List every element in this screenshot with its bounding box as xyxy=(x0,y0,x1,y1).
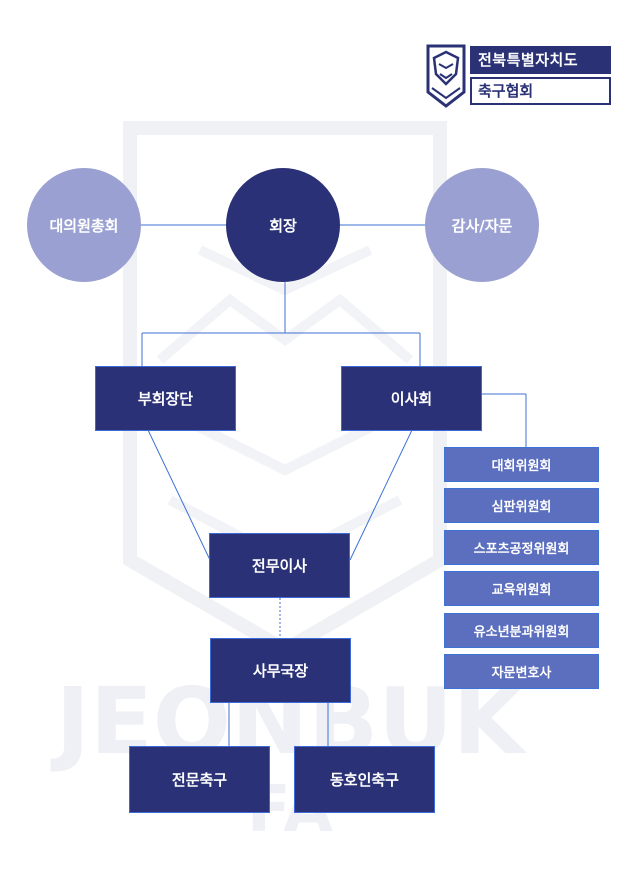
node-assembly: 대의원총회 xyxy=(27,168,141,282)
committee-item: 유소년분과위원회 xyxy=(444,613,599,648)
lion-emblem-icon xyxy=(426,44,466,108)
node-president: 회장 xyxy=(226,168,340,282)
line-vice-to-exec xyxy=(147,429,211,561)
line-board-to-exec xyxy=(349,429,413,561)
committee-item: 스포츠공정위원회 xyxy=(444,530,599,565)
committee-item: 심판위원회 xyxy=(444,488,599,523)
node-secretary-general: 사무국장 xyxy=(210,638,351,703)
committee-item: 자문변호사 xyxy=(444,654,599,689)
node-board: 이사회 xyxy=(341,366,482,431)
node-amateur-football: 동호인축구 xyxy=(294,746,435,813)
node-executive-director: 전무이사 xyxy=(209,533,350,598)
logo-line-1: 전북특별자치도 xyxy=(470,46,611,74)
committee-item: 교육위원회 xyxy=(444,571,599,606)
node-pro-football: 전문축구 xyxy=(129,746,270,813)
federation-logo: 전북특별자치도 축구협회 xyxy=(426,44,611,108)
node-audit: 감사/자문 xyxy=(425,168,539,282)
committee-item: 대회위원회 xyxy=(444,447,599,482)
node-vice-presidents: 부회장단 xyxy=(95,366,236,431)
logo-line-2: 축구협회 xyxy=(470,77,611,105)
